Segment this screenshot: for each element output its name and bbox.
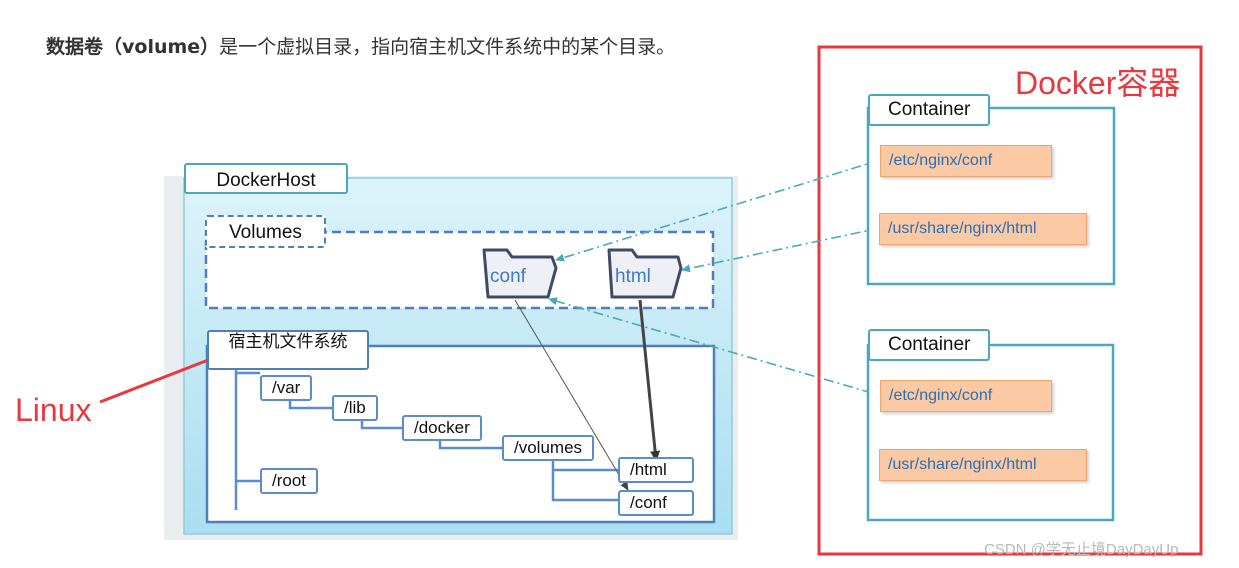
tree-node-volumes: /volumes: [502, 435, 595, 461]
tree-node-var: /var: [260, 375, 313, 401]
watermark: CSDN @学无止境DayDayUp: [984, 541, 1179, 558]
map-line-c2-conf: [548, 297, 873, 394]
host-fs-tab: 宿主机文件系统: [207, 330, 369, 370]
container-tab-1: Container: [868, 94, 991, 126]
arrow-conf-to-host: [514, 299, 629, 491]
volumes-tab: Volumes: [205, 215, 326, 248]
container-box-2: [866, 343, 1115, 522]
container-1-conf-path: /etc/nginx/conf: [880, 145, 1052, 177]
folder-icon-html: [607, 248, 683, 299]
tree-node-docker: /docker: [402, 415, 482, 441]
map-line-c1-html: [681, 227, 881, 273]
container-1-html-path: /usr/share/nginx/html: [879, 213, 1087, 245]
container-box-1: [866, 106, 1116, 286]
folder-icon-conf: [482, 248, 558, 299]
container-2-html-path: /usr/share/nginx/html: [879, 449, 1087, 481]
heading-rest: 是一个虚拟目录，指向宿主机文件系统中的某个目录。: [219, 36, 676, 58]
docker-container-label: Docker容器: [1015, 65, 1181, 101]
tree-node-conf: /conf: [618, 490, 694, 516]
docker-container-frame: [817, 45, 1203, 556]
map-line-c1-conf: [555, 159, 881, 262]
heading-bold: 数据卷（volume）: [46, 36, 220, 58]
tree-node-lib: /lib: [332, 395, 378, 421]
arrow-html-to-host: [638, 299, 661, 462]
folder-label-conf: conf: [490, 266, 526, 287]
tree-node-root: /root: [260, 468, 319, 494]
page-heading: 数据卷（volume）是一个虚拟目录，指向宿主机文件系统中的某个目录。: [46, 32, 675, 59]
container-2-conf-path: /etc/nginx/conf: [880, 380, 1052, 412]
linux-label: Linux: [15, 392, 92, 428]
folder-label-html: html: [615, 266, 651, 287]
docker-host-tab: DockerHost: [184, 163, 348, 194]
container-tab-2: Container: [868, 329, 991, 361]
host-fs-label: 宿主机文件系统: [228, 332, 348, 351]
tree-node-html: /html: [618, 457, 694, 483]
tree-connectors: [234, 362, 618, 510]
